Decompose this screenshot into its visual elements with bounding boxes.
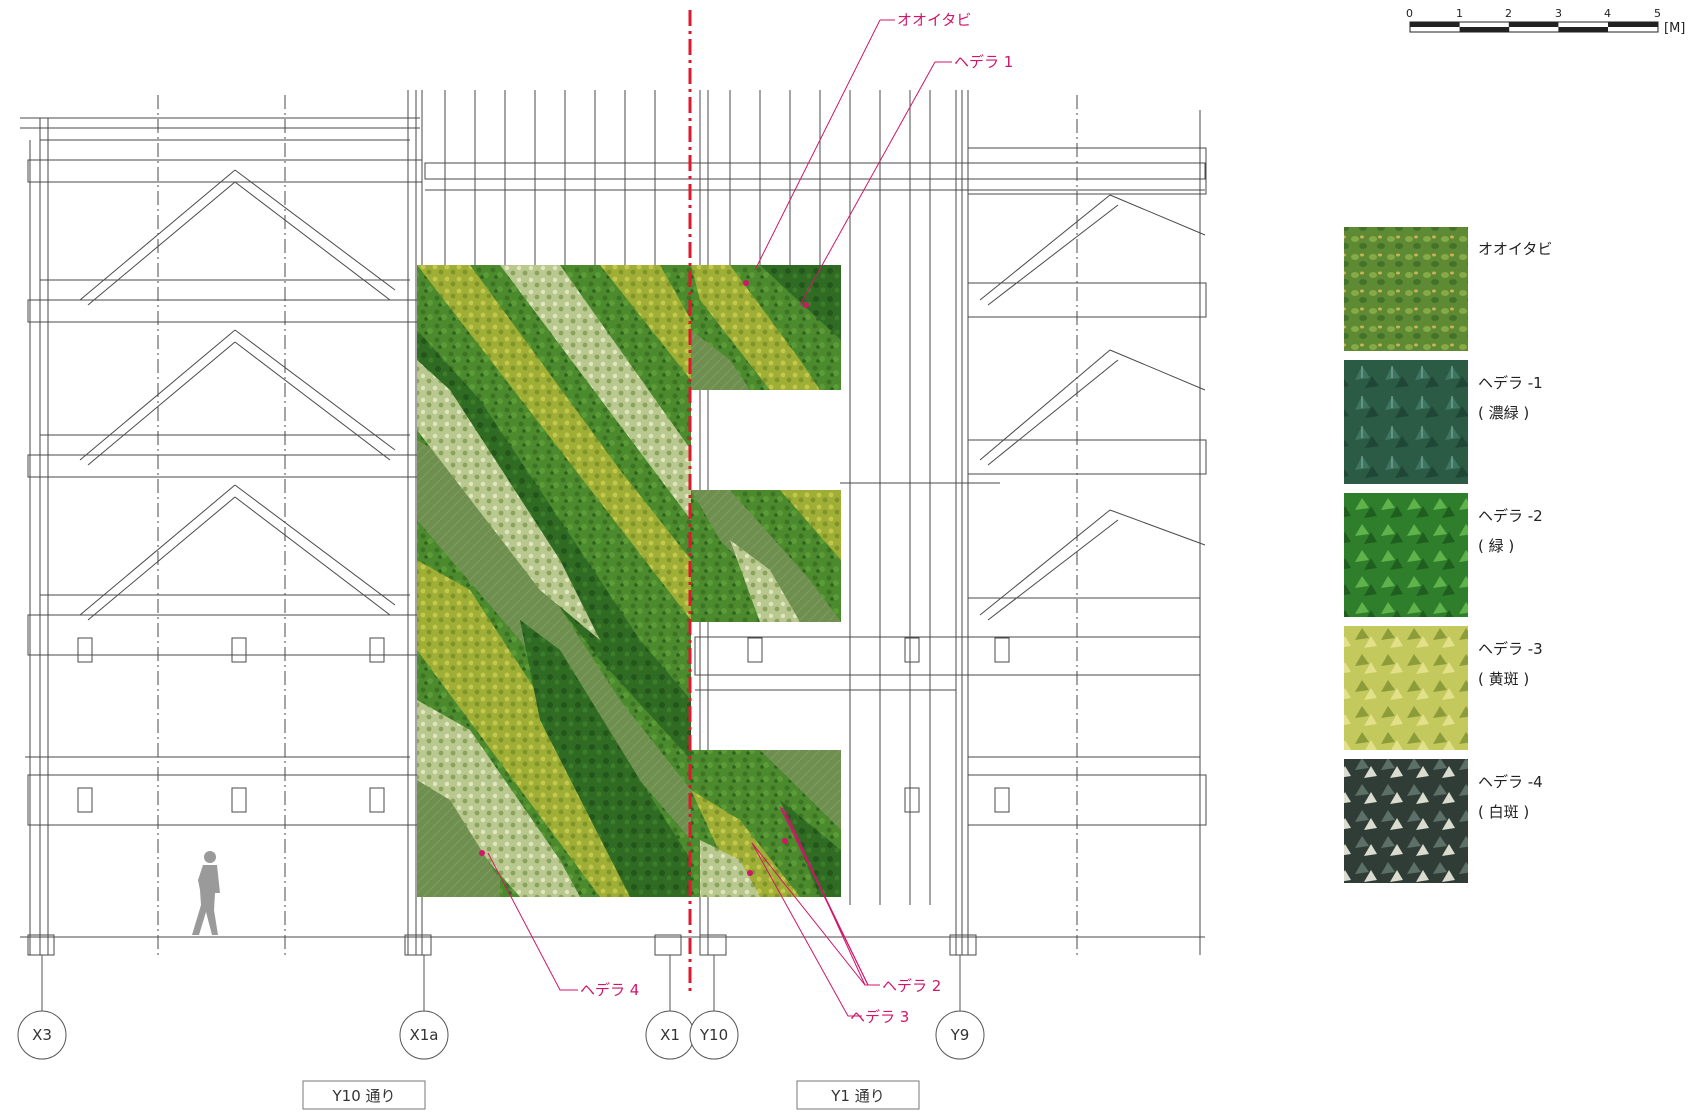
legend-item-hedera-2: ヘデラ -2 ( 緑 ) [1344, 493, 1543, 617]
legend-sub-hedera-4: ( 白斑 ) [1478, 803, 1529, 821]
scale-tick-2: 2 [1505, 7, 1512, 20]
label-hedera-3: ヘデラ 3 [850, 1008, 909, 1026]
legend-item-hedera-3: ヘデラ -3 ( 黄斑 ) [1344, 626, 1543, 750]
swatch-hedera-3 [1344, 626, 1468, 750]
label-ooitabi: オオイタビ [897, 11, 971, 29]
label-hedera-4: ヘデラ 4 [580, 981, 639, 999]
scale-unit: [M] [1664, 21, 1685, 36]
swatch-hedera-2 [1344, 493, 1468, 617]
legend-name-hedera-4: ヘデラ -4 [1478, 773, 1543, 791]
legend-sub-hedera-3: ( 黄斑 ) [1478, 670, 1529, 688]
grid-label-y10: Y10 [699, 1026, 728, 1044]
legend-item-hedera-4: ヘデラ -4 ( 白斑 ) [1344, 759, 1543, 883]
legend-item-hedera-1: ヘデラ -1 ( 濃緑 ) [1344, 360, 1543, 484]
green-wall-right-top-panel [691, 265, 841, 390]
street-tags [302, 1080, 920, 1110]
grid-axes [17, 955, 985, 1060]
human-figure-icon [192, 851, 220, 935]
legend-name-hedera-1: ヘデラ -1 [1478, 374, 1543, 392]
scale-tick-5: 5 [1654, 7, 1661, 20]
legend-item-ooitabi: オオイタビ [1344, 227, 1552, 351]
grid-label-y9: Y9 [950, 1026, 970, 1044]
legend-name-ooitabi: オオイタビ [1478, 240, 1552, 258]
green-wall-right-bot-panel [691, 750, 841, 897]
scale-tick-4: 4 [1604, 7, 1611, 20]
scale-bar: 0 1 2 3 4 5 [M] [1406, 7, 1685, 36]
legend-sub-hedera-2: ( 緑 ) [1478, 537, 1514, 555]
green-wall [417, 265, 841, 897]
grid-label-x3: X3 [32, 1026, 52, 1044]
scale-tick-0: 0 [1406, 7, 1413, 20]
swatch-ooitabi [1344, 227, 1468, 351]
leader-dots [479, 280, 809, 876]
structural-frame [20, 90, 1207, 956]
legend-sub-hedera-1: ( 濃緑 ) [1478, 404, 1529, 422]
street-tag-right: Y1 通り [830, 1087, 884, 1105]
grid-label-x1a: X1a [409, 1026, 438, 1044]
swatch-hedera-1 [1344, 360, 1468, 484]
green-wall-main-panel [417, 265, 691, 897]
scale-tick-1: 1 [1456, 7, 1463, 20]
street-tag-left: Y10 通り [331, 1087, 395, 1105]
legend-name-hedera-2: ヘデラ -2 [1478, 507, 1543, 525]
scale-tick-3: 3 [1555, 7, 1562, 20]
green-wall-right-mid-panel [691, 490, 841, 622]
grid-label-x1: X1 [660, 1026, 680, 1044]
label-hedera-1: ヘデラ 1 [954, 53, 1013, 71]
legend: オオイタビ ヘデラ -1 ( 濃緑 ) ヘデラ -2 ( 緑 ) ヘデラ -3 … [1344, 227, 1552, 883]
legend-name-hedera-3: ヘデラ -3 [1478, 640, 1543, 658]
swatch-hedera-4 [1344, 759, 1468, 883]
label-hedera-2: ヘデラ 2 [882, 977, 941, 995]
leader-lines [487, 19, 952, 1017]
